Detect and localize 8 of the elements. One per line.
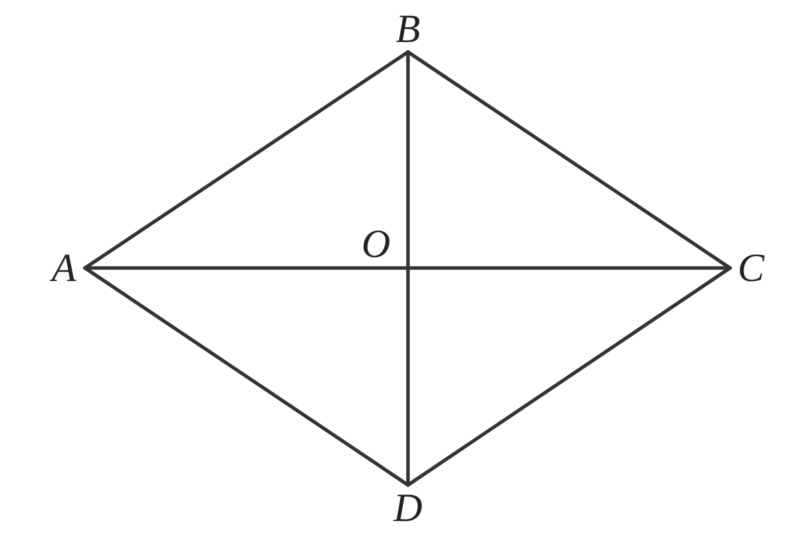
vertex-label: A	[43, 245, 85, 291]
vertex-label: D	[388, 485, 428, 531]
vertex-label: C	[730, 245, 772, 291]
vertex-label: B	[388, 6, 428, 52]
line-segment	[406, 50, 410, 487]
line-segment	[83, 266, 410, 487]
line-segment	[83, 266, 732, 270]
point-label: O	[360, 222, 392, 266]
